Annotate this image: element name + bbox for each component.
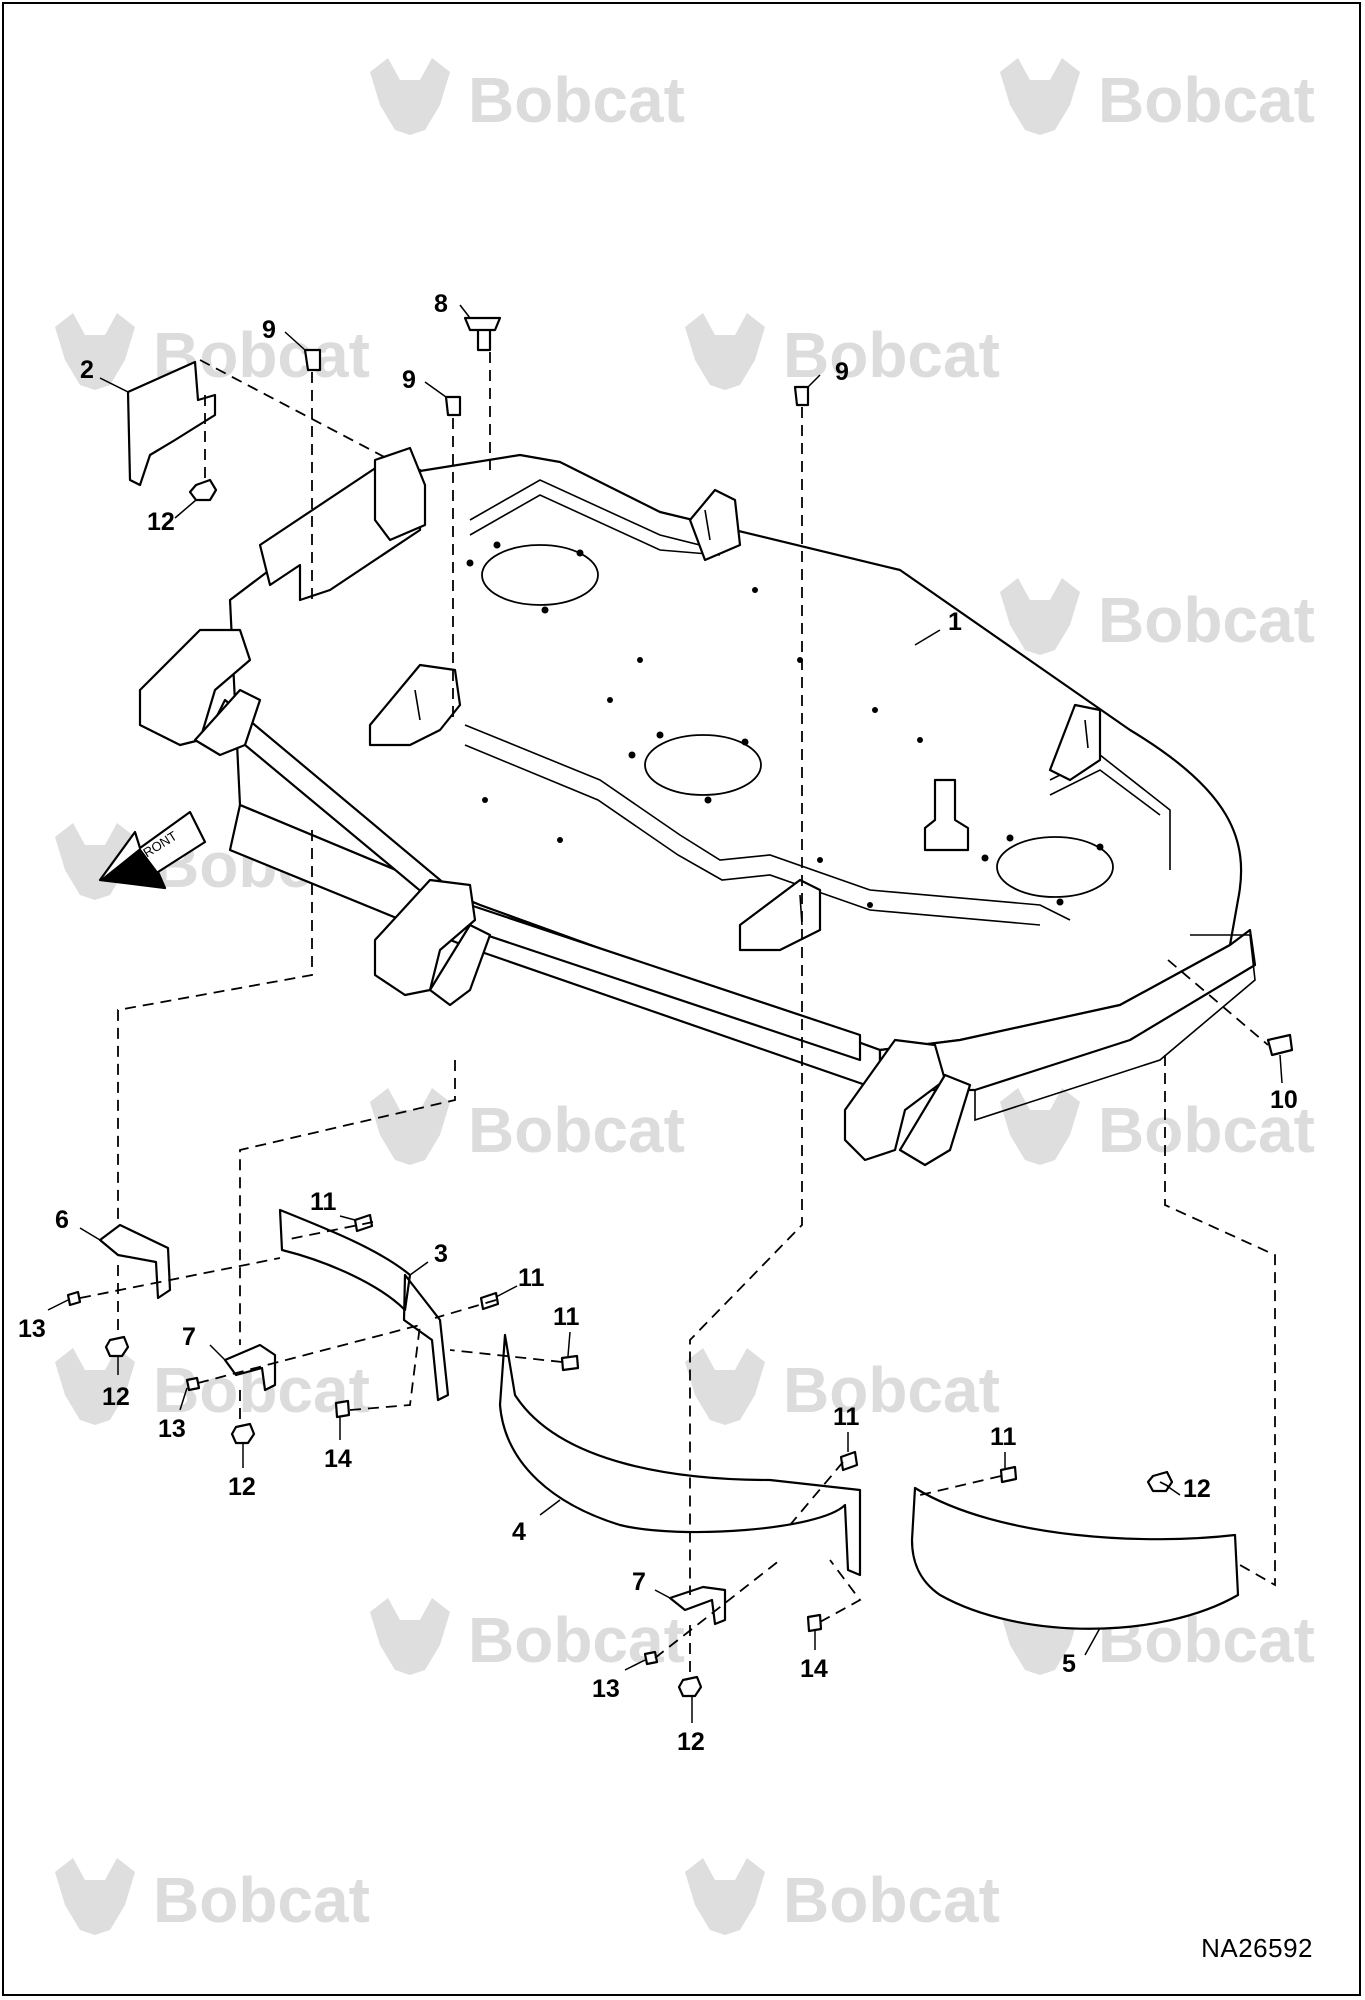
callout-14-b: 14 [800, 1655, 828, 1683]
callout-1: 1 [948, 608, 962, 636]
callout-2: 2 [80, 356, 94, 384]
callout-12-d: 12 [1183, 1475, 1211, 1503]
leader-lines [47, 304, 1283, 1723]
right-mount-bracket [1048, 703, 1102, 782]
part-5-baffle [910, 1486, 1240, 1630]
callout-13-b: 13 [158, 1415, 186, 1443]
callout-9-left: 9 [262, 316, 276, 344]
spindle-bolt-holes [466, 541, 1104, 908]
figure-reference: NA26592 [1201, 1933, 1313, 1963]
callout-5: 5 [1062, 1650, 1076, 1678]
bolt-9-left [303, 348, 322, 372]
deck-baffle-channel [464, 724, 1071, 926]
callout-3: 3 [434, 1240, 448, 1268]
callout-12-a: 12 [102, 1383, 130, 1411]
callout-11-e: 11 [990, 1423, 1017, 1451]
lift-arm-right-front [843, 1038, 947, 1162]
nut-14-b [806, 1613, 823, 1633]
watermark-brand-text: Bobcat [1098, 584, 1315, 656]
rear-mount-bracket-left [373, 446, 427, 542]
callout-9-center: 9 [402, 366, 416, 394]
callout-13-c: 13 [592, 1675, 620, 1703]
part-6-bracket [98, 1223, 172, 1300]
watermark-brand-text: Bobcat [468, 1094, 685, 1166]
part-2-bracket [126, 360, 217, 487]
callout-12-c: 12 [677, 1728, 705, 1756]
nut-14-a [334, 1399, 351, 1419]
nut-13-c [643, 1650, 659, 1666]
spindle-shaft [923, 778, 970, 852]
fasteners [66, 316, 1294, 1698]
deck-baffle-lip [974, 934, 1256, 1122]
bolt-11-c [560, 1354, 580, 1372]
front-direction-arrow: FRONT [98, 810, 207, 890]
bolt-10 [1266, 1033, 1294, 1057]
callout-11-c: 11 [553, 1303, 580, 1331]
callout-labels: 1 2 3 4 5 6 7 7 8 9 9 9 10 11 11 11 11 1… [18, 290, 1298, 1756]
watermark-brand-text: Bobcat [783, 1864, 1000, 1936]
watermark-brand-text: Bobcat [468, 1604, 685, 1676]
callout-4: 4 [512, 1518, 526, 1546]
bracket-slots [414, 509, 1089, 926]
nut-12-a [104, 1335, 130, 1358]
nut-12-d [1146, 1470, 1174, 1493]
center-mount-bracket [368, 663, 462, 747]
assembly-lines [79, 352, 1276, 1678]
nut-12-b [230, 1422, 256, 1445]
callout-12-top: 12 [147, 508, 175, 536]
bobcat-watermark-logo: Bobcat [685, 313, 1000, 391]
watermark-brand-text: Bobcat [783, 1354, 1000, 1426]
lift-arm-right-rear [898, 1073, 972, 1167]
lift-arm-left-front [138, 628, 252, 747]
callout-12-b: 12 [228, 1473, 256, 1501]
part-4-baffle [498, 1333, 862, 1577]
bobcat-watermark-logo: Bobcat [1000, 578, 1315, 656]
bobcat-watermark-logo: Bobcat [370, 1088, 685, 1166]
watermark-brand-text: Bobcat [1098, 64, 1315, 136]
watermark-brand-text: Bobcat [468, 64, 685, 136]
callout-9-right: 9 [835, 358, 849, 386]
rear-mount-bracket-right [688, 488, 742, 562]
callout-6: 6 [55, 1206, 69, 1234]
callout-11-a: 11 [310, 1188, 337, 1216]
spindle-opening-right [996, 836, 1114, 898]
bobcat-watermark-logo: Bobcat [55, 1858, 370, 1936]
bolt-11-e [999, 1465, 1018, 1484]
part-7-bracket-lower [668, 1585, 727, 1626]
bolt-11-d [839, 1450, 859, 1472]
lift-arm-center-front [373, 878, 477, 997]
watermark-brand-text: Bobcat [1098, 1094, 1315, 1166]
spindle-opening-center [644, 734, 762, 796]
spindle-opening-left [481, 544, 599, 606]
bobcat-watermark-logo: Bobcat [685, 1348, 1000, 1426]
carriage-bolt-8 [463, 316, 502, 352]
callout-14-a: 14 [324, 1445, 352, 1473]
lift-arm-center-rear [428, 923, 492, 1007]
bobcat-watermark-logo: Bobcat [1000, 1088, 1315, 1166]
lift-arm-left-rear [193, 688, 262, 757]
bolt-11-a [353, 1213, 374, 1233]
callout-13-a: 13 [18, 1315, 46, 1343]
bobcat-watermark-logo: Bobcat [685, 1858, 1000, 1936]
bolt-9-center [444, 395, 462, 417]
nut-13-a [66, 1290, 82, 1307]
nut-13-b [185, 1376, 201, 1392]
bobcat-watermark-logo: Bobcat [1000, 58, 1315, 136]
callout-7-lower: 7 [632, 1568, 646, 1596]
nut-12-c [677, 1675, 703, 1698]
bobcat-watermark-logo: Bobcat [370, 58, 685, 136]
watermark-brand-text: Bobcat [783, 319, 1000, 391]
part-3-baffle [278, 1208, 450, 1402]
callout-7-upper: 7 [182, 1323, 196, 1351]
mower-deck [138, 446, 1257, 1167]
callout-8: 8 [434, 290, 448, 318]
nut-12-top [188, 478, 218, 502]
callout-10: 10 [1270, 1086, 1298, 1114]
watermark-brand-text: Bobcat [153, 1864, 370, 1936]
callout-11-b: 11 [518, 1264, 545, 1292]
callout-11-d: 11 [833, 1403, 860, 1431]
part-7-bracket-upper [223, 1343, 277, 1392]
bolt-9-right [793, 385, 810, 407]
